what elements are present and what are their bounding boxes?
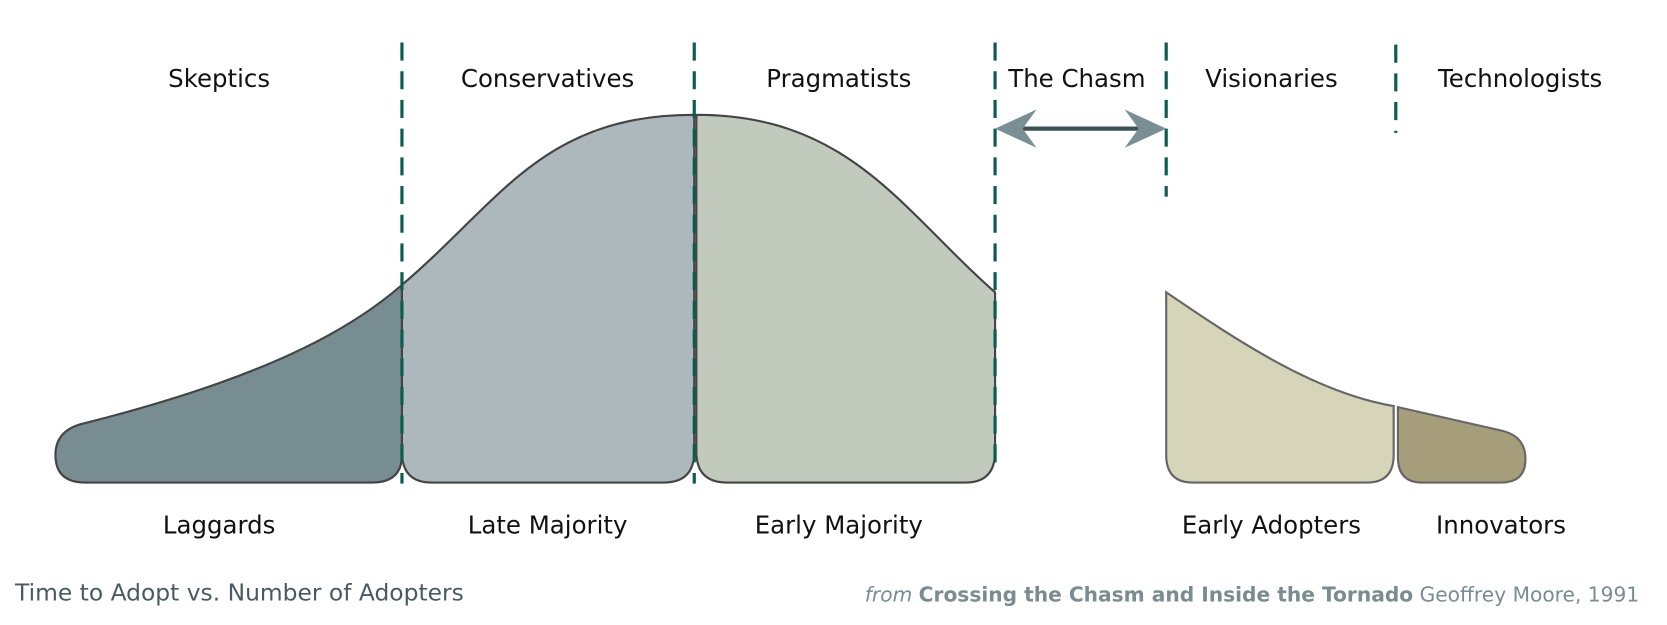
source-author: Geoffrey Moore, 1991	[1420, 583, 1640, 607]
label-early-majority: Early Majority	[755, 511, 923, 540]
label-late-majority: Late Majority	[468, 511, 628, 540]
laggards-segment	[54, 282, 404, 484]
innovators-segment	[1396, 405, 1527, 484]
late-majority-segment	[400, 113, 696, 484]
early-majority-segment	[695, 113, 997, 484]
header-pragmatists: Pragmatists	[766, 64, 911, 93]
early-adopters-segment	[1165, 290, 1395, 484]
label-laggards: Laggards	[163, 511, 275, 540]
source-prefix: from	[865, 583, 912, 607]
header-conservatives: Conservatives	[461, 64, 634, 93]
header-technologists: Technologists	[1437, 64, 1602, 93]
chasm-double-arrow-icon	[995, 109, 1167, 148]
diagram-caption: Time to Adopt vs. Number of Adopters	[14, 579, 464, 607]
header-visionaries: Visionaries	[1205, 64, 1338, 93]
header-the-chasm: The Chasm	[1007, 64, 1145, 93]
label-innovators: Innovators	[1436, 511, 1566, 540]
label-early-adopters: Early Adopters	[1182, 511, 1361, 540]
header-skeptics: Skeptics	[168, 64, 270, 93]
source-citation: from Crossing the Chasm and Inside the T…	[865, 583, 1639, 607]
source-title: Crossing the Chasm and Inside the Tornad…	[919, 583, 1414, 607]
